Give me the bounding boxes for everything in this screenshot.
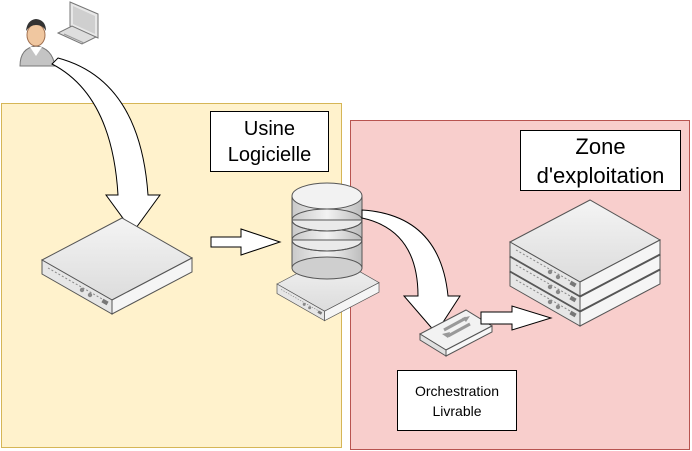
orchestration-livrable-label: Orchestration Livrable: [397, 370, 517, 431]
usine-label-line1: Usine: [243, 117, 296, 140]
repo-to-orchestrator-arrow: [361, 209, 461, 334]
server-stack-icon: [509, 199, 661, 327]
workstation-icon: [56, 1, 99, 45]
build-server-icon: [41, 217, 193, 315]
repository-database-icon: [276, 182, 380, 322]
orch-label-line1: Orchestration: [414, 382, 500, 399]
user-icon: [19, 19, 56, 67]
orch-label-line2: Livrable: [432, 402, 482, 419]
zone-exploitation-label: Zone d'exploitation: [520, 130, 681, 191]
orchestrator-to-servers-arrow: [480, 305, 553, 331]
build-to-repo-arrow: [210, 228, 282, 256]
orchestrator-appliance-icon: [418, 309, 494, 357]
user-to-build-arrow: [51, 57, 161, 233]
zone-label-line1: Zone: [575, 133, 626, 159]
zone-label-line2: d'exploitation: [536, 162, 665, 188]
usine-logicielle-label: Usine Logicielle: [210, 111, 329, 172]
usine-label-line2: Logicielle: [227, 143, 312, 166]
